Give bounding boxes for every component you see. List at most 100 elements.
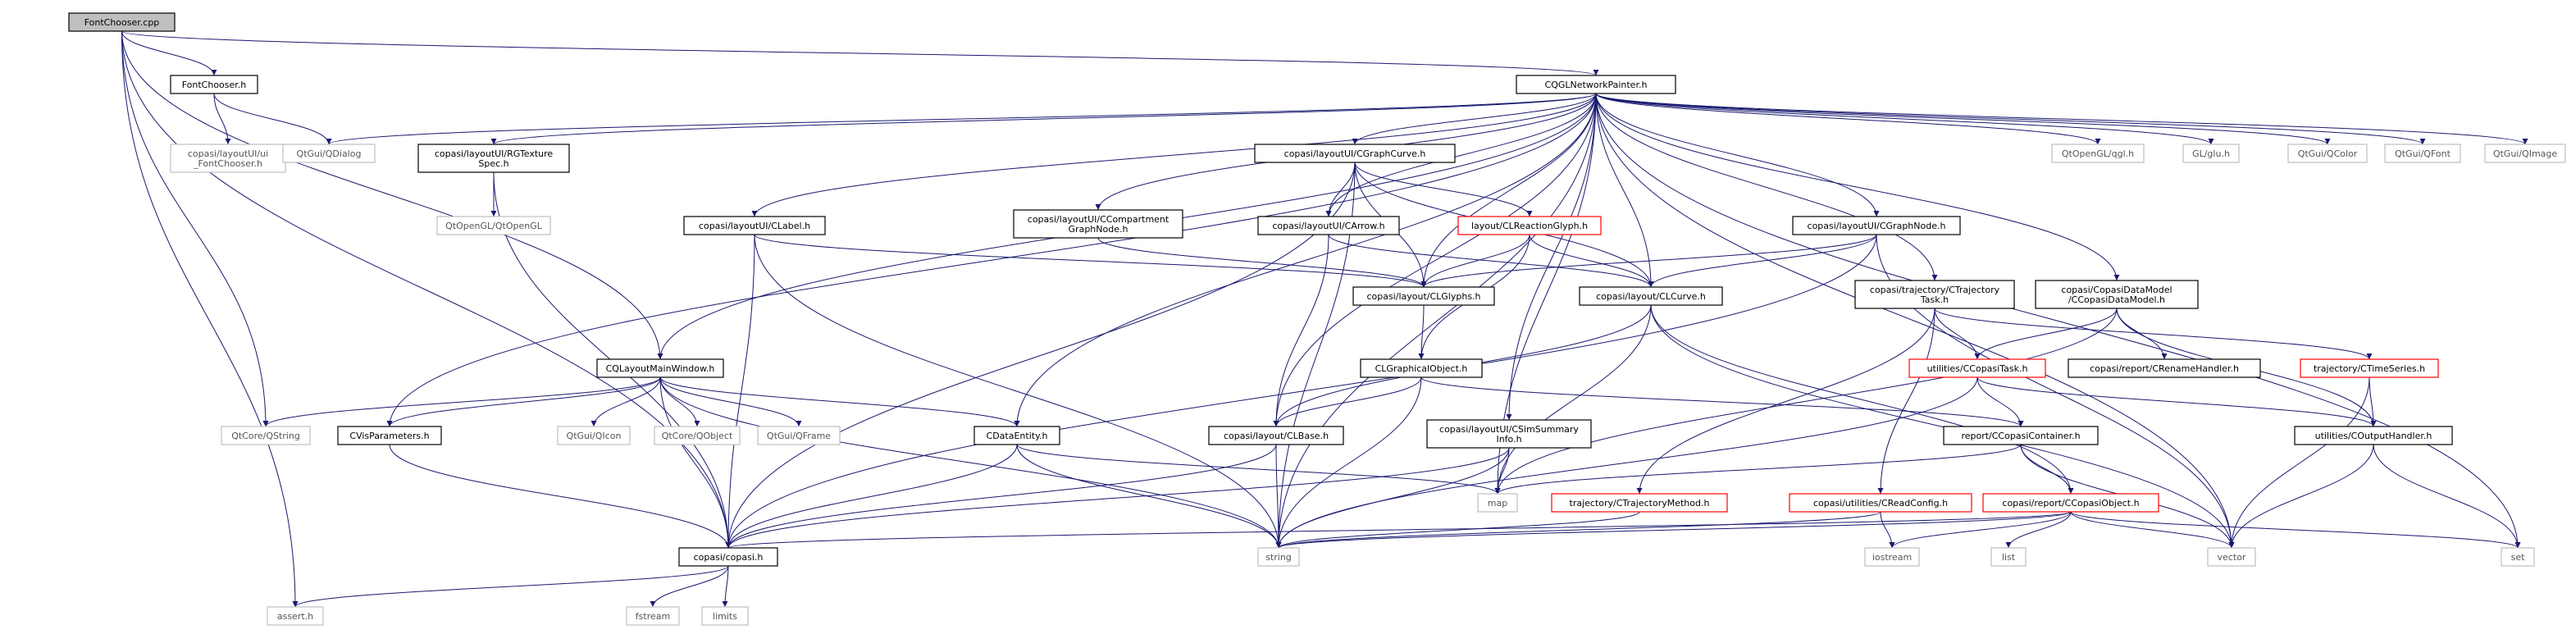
edge-ccopasitask-to-coutputhandler bbox=[1976, 376, 2377, 427]
node-copasi-h[interactable]: copasi/copasi.h bbox=[678, 547, 778, 567]
node-ccopasiobject[interactable]: copasi/report/CCopasiObject.h bbox=[1982, 493, 2159, 513]
edge-clayoutmainwindow-to-qstring bbox=[262, 376, 661, 427]
edge-clayoutmainwindow-to-cdataentity bbox=[659, 376, 1020, 427]
node-label: map bbox=[1488, 498, 1507, 509]
node-cvisparameters[interactable]: CVisParameters.h bbox=[337, 426, 442, 445]
node-box bbox=[654, 426, 741, 445]
node-label: copasi/trajectory/CTrajectory bbox=[1870, 285, 2000, 295]
edge-ccompartment-to-clglyphs bbox=[1097, 237, 1427, 288]
node-box bbox=[2287, 144, 2368, 163]
node-clglyphs[interactable]: copasi/layout/CLGlyphs.h bbox=[1352, 286, 1495, 306]
node-iostream[interactable]: iostream bbox=[1864, 547, 1920, 567]
node-label: copasi/layout/CLGlyphs.h bbox=[1366, 291, 1480, 302]
node-carrow[interactable]: copasi/layoutUI/CArrow.h bbox=[1257, 216, 1400, 235]
node-qframe[interactable]: QtGui/QFrame bbox=[757, 426, 841, 445]
node-qstring[interactable]: QtCore/QString bbox=[221, 426, 311, 445]
edge-cqglnetworkpainter-to-ctrajectorytask bbox=[1595, 93, 1938, 281]
node-label: QtOpenGL/qgl.h bbox=[2062, 148, 2134, 159]
edge-csimsummary-to-copasi-h bbox=[725, 447, 1510, 549]
node-qcolor[interactable]: QtGui/QColor bbox=[2287, 144, 2368, 163]
edge-clayoutmainwindow-to-qframe bbox=[659, 376, 802, 427]
edge-cqglnetworkpainter-to-clglyphs bbox=[1420, 93, 1597, 288]
node-fontchooser-h[interactable]: FontChooser.h bbox=[170, 75, 258, 94]
node-label: Info.h bbox=[1496, 434, 1521, 445]
node-ui-fontchooser[interactable]: copasi/layoutUI/ui_FontChooser.h bbox=[170, 144, 286, 173]
node-vector[interactable]: vector bbox=[2207, 547, 2256, 567]
node-label: copasi/layoutUI/RGTexture bbox=[435, 148, 554, 159]
node-coutputhandler[interactable]: utilities/COutputHandler.h bbox=[2294, 426, 2453, 445]
edge-creadconfig-to-iostream bbox=[1880, 511, 1895, 549]
edge-cqglnetworkpainter-to-cgraphcurve bbox=[1352, 93, 1597, 145]
node-root[interactable]: FontChooser.cpp bbox=[68, 12, 176, 32]
edge-csimsummary-to-string bbox=[1275, 447, 1510, 549]
node-qimage[interactable]: QtGui/QImage bbox=[2484, 144, 2566, 163]
node-box bbox=[2051, 144, 2145, 163]
node-label: _FontChooser.h bbox=[193, 158, 262, 169]
edge-clbase-to-string bbox=[1275, 444, 1282, 549]
node-label: FontChooser.cpp bbox=[84, 17, 160, 28]
node-crenamehandler[interactable]: copasi/report/CRenameHandler.h bbox=[2068, 358, 2261, 378]
node-label: report/CCopasiContainer.h bbox=[1961, 431, 2080, 441]
node-cgraphcurve[interactable]: copasi/layoutUI/CGraphCurve.h bbox=[1254, 144, 1456, 163]
node-qicon[interactable]: QtGui/QIcon bbox=[557, 426, 631, 445]
node-qdialog[interactable]: QtGui/QDialog bbox=[282, 144, 376, 163]
node-clcurve[interactable]: copasi/layout/CLCurve.h bbox=[1579, 286, 1723, 306]
node-cgraphnode[interactable]: copasi/layoutUI/CGraphNode.h bbox=[1792, 216, 1961, 235]
node-glu[interactable]: GL/glu.h bbox=[2182, 144, 2240, 163]
node-box bbox=[68, 12, 176, 32]
node-qglh[interactable]: QtOpenGL/qgl.h bbox=[2051, 144, 2145, 163]
node-creadconfig[interactable]: copasi/utilities/CReadConfig.h bbox=[1789, 493, 1972, 513]
node-box bbox=[1013, 209, 1183, 239]
node-list[interactable]: list bbox=[1990, 547, 2027, 567]
node-qobject[interactable]: QtCore/QObject bbox=[654, 426, 741, 445]
edge-ctrajectorytask-to-ctimeseries bbox=[1934, 308, 2373, 360]
node-assert[interactable]: assert.h bbox=[267, 606, 324, 626]
node-label: QtGui/QFont bbox=[2395, 148, 2451, 159]
edge-cdataentity-to-copasi-h bbox=[725, 444, 1018, 549]
node-ctimeseries[interactable]: trajectory/CTimeSeries.h bbox=[2300, 358, 2439, 378]
edge-clgraphicalobject-to-clbase bbox=[1273, 376, 1422, 427]
node-fstream[interactable]: fstream bbox=[626, 606, 680, 626]
node-clgraphicalobject[interactable]: CLGraphicalObject.h bbox=[1360, 358, 1483, 378]
node-box bbox=[267, 606, 324, 626]
edge-clabel-to-clglyphs bbox=[754, 234, 1427, 288]
node-ccopasidatamodel[interactable]: copasi/CopasiDataModel/CCopasiDataModel.… bbox=[2035, 280, 2199, 309]
node-box bbox=[1864, 547, 1920, 567]
node-box bbox=[757, 426, 841, 445]
node-label: list bbox=[2002, 552, 2016, 563]
edge-clgraphicalobject-to-ccopasicontainer bbox=[1420, 376, 2024, 427]
node-clreactionglyph[interactable]: layout/CLReactionGlyph.h bbox=[1457, 216, 1602, 235]
edge-carrow-to-clbase bbox=[1273, 234, 1329, 427]
edge-clglyphs-to-clgraphicalobject bbox=[1418, 304, 1425, 360]
node-ccopasitask[interactable]: utilities/CCopasiTask.h bbox=[1908, 358, 2046, 378]
edge-ctrajectorymethod-to-string bbox=[1275, 511, 1640, 549]
edge-clayoutmainwindow-to-copasi-h bbox=[659, 376, 732, 549]
node-ctrajectorymethod[interactable]: trajectory/CTrajectoryMethod.h bbox=[1551, 493, 1728, 513]
node-limits[interactable]: limits bbox=[701, 606, 749, 626]
node-qfont[interactable]: QtGui/QFont bbox=[2384, 144, 2461, 163]
node-label: FontChooser.h bbox=[182, 80, 247, 90]
node-string[interactable]: string bbox=[1257, 547, 1300, 567]
edge-ctrajectorytask-to-ctrajectorymethod bbox=[1636, 308, 1935, 495]
node-box bbox=[282, 144, 376, 163]
node-qtopengl[interactable]: QtOpenGL/QtOpenGL bbox=[436, 216, 551, 235]
node-clayoutmainwindow[interactable]: CQLayoutMainWindow.h bbox=[596, 358, 724, 378]
edge-cqglnetworkpainter-to-string bbox=[1275, 93, 1597, 549]
node-clbase[interactable]: copasi/layout/CLBase.h bbox=[1208, 426, 1344, 445]
edge-coutputhandler-to-vector bbox=[2228, 444, 2374, 549]
node-set[interactable]: set bbox=[2501, 547, 2535, 567]
node-clabel[interactable]: copasi/layoutUI/CLabel.h bbox=[683, 216, 826, 235]
node-cqglnetworkpainter[interactable]: CQGLNetworkPainter.h bbox=[1516, 75, 1676, 94]
node-box bbox=[2068, 358, 2261, 378]
edge-coutputhandler-to-set bbox=[2373, 444, 2521, 549]
edge-cqglnetworkpainter-to-ccopasidatamodel bbox=[1595, 93, 2120, 281]
node-ccopasicontainer[interactable]: report/CCopasiContainer.h bbox=[1943, 426, 2099, 445]
edge-clayoutmainwindow-to-qicon bbox=[590, 376, 661, 427]
node-map[interactable]: map bbox=[1477, 493, 1518, 513]
node-box bbox=[1990, 547, 2027, 567]
node-cdataentity[interactable]: CDataEntity.h bbox=[973, 426, 1060, 445]
